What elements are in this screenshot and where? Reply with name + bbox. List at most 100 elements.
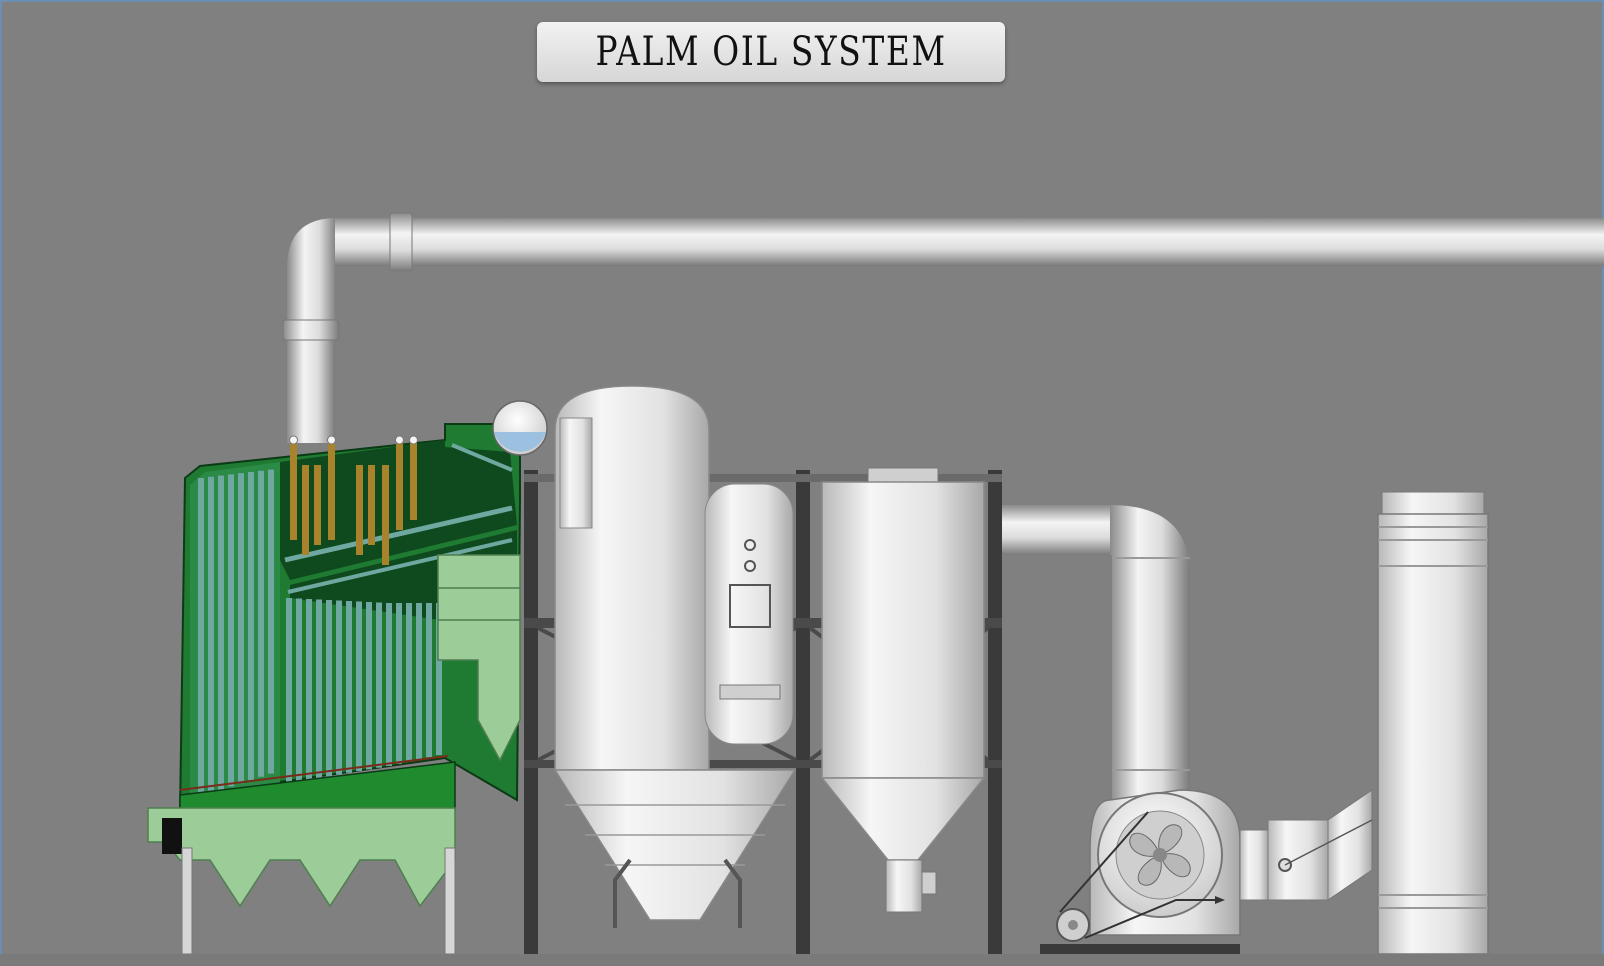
outlet-nozzle (719, 684, 781, 700)
frame-column (796, 470, 810, 956)
belt-arrow (1215, 896, 1225, 904)
collector-cone (820, 777, 986, 861)
riser-pipe (382, 465, 389, 565)
cyclone-body (554, 385, 710, 771)
riser-pipe (314, 465, 321, 545)
water-tube (346, 601, 352, 773)
riser-pipe (328, 440, 335, 540)
flue-pipe (282, 212, 1604, 443)
water-tube (406, 603, 412, 762)
exhaust-duct (1002, 505, 1190, 800)
water-tube (416, 603, 422, 760)
burner-door (162, 818, 182, 854)
water-tube (436, 603, 442, 755)
boiler-leg (181, 847, 193, 955)
water-tube (426, 603, 432, 758)
gauge-port (744, 539, 756, 551)
drive-belt (1059, 811, 1215, 939)
boiler (147, 400, 548, 955)
frame-column (524, 470, 538, 956)
chimney (1377, 491, 1489, 955)
duct-elbow (1110, 505, 1190, 800)
duct-horizontal (1002, 505, 1112, 555)
riser-pipe (410, 440, 417, 520)
water-tube (366, 602, 372, 770)
support-frame (524, 470, 1002, 956)
water-tube (218, 475, 224, 790)
boiler-leg (444, 847, 456, 955)
flue-pipe-vertical (287, 325, 335, 443)
access-panel (729, 584, 771, 628)
valve-motor (921, 871, 937, 895)
pipe-flange (282, 319, 340, 341)
water-tube (326, 600, 332, 777)
transition-duct (1327, 789, 1373, 901)
water-tube (268, 469, 274, 774)
water-tube (228, 474, 234, 787)
water-tube (238, 473, 244, 784)
water-tube (208, 476, 214, 793)
water-tube (286, 598, 292, 783)
pulley-hub (1068, 920, 1078, 930)
gauge-port (744, 560, 756, 572)
flue-pipe-horizontal (335, 218, 1604, 266)
frame-column (988, 470, 1002, 956)
collector-body (821, 481, 985, 779)
water-tube (198, 478, 204, 796)
riser-pipe (396, 440, 403, 530)
water-tube (248, 472, 254, 780)
collector-cap (867, 467, 939, 483)
steam-drum-water (494, 432, 546, 452)
fan-outlet-flange (1267, 819, 1329, 901)
fan-base (1040, 944, 1240, 954)
cyclone-cone (553, 769, 797, 921)
water-tube (356, 601, 362, 772)
riser-pipe (356, 465, 363, 555)
riser-pipe (368, 465, 375, 545)
induced-draft-fan (1040, 789, 1373, 954)
ash-hoppers (147, 807, 456, 908)
baffle (451, 443, 513, 472)
pipe-cap (395, 435, 404, 445)
chimney-stack (1377, 513, 1489, 955)
duct-edge (1284, 819, 1373, 866)
ground (0, 954, 1604, 966)
pipe-flange (389, 212, 413, 272)
convection-tubes (286, 598, 442, 783)
water-tube (396, 603, 402, 764)
water-tube (316, 599, 322, 778)
rotary-valve (885, 859, 923, 913)
fan-outlet (1239, 829, 1269, 901)
page-title: PALM OIL SYSTEM (595, 29, 947, 75)
pipe-cap (409, 435, 418, 445)
water-tube (296, 598, 302, 782)
frame-beam (524, 760, 1002, 768)
auxiliary-vessel (704, 483, 794, 745)
cone-legs (613, 858, 742, 928)
pipe-cap (289, 435, 298, 445)
water-tube (386, 603, 392, 766)
title-plate: PALM OIL SYSTEM (537, 22, 1005, 82)
chimney-cap (1381, 491, 1485, 515)
baffle (287, 538, 513, 594)
riser-pipe (302, 465, 309, 555)
baffle (284, 505, 513, 563)
water-tube (336, 600, 342, 775)
cyclone-inlet (559, 417, 593, 529)
grate-edge (179, 755, 449, 791)
fan-icon (1129, 824, 1191, 886)
water-tube (376, 602, 382, 768)
water-tube (258, 470, 264, 777)
pipe-cap (327, 435, 336, 445)
flue-pipe-elbow (287, 218, 337, 330)
cyclone-separator (553, 385, 797, 928)
riser-pipes (289, 435, 418, 565)
water-tube (306, 599, 312, 780)
economizer (437, 554, 521, 762)
riser-pipe (290, 440, 297, 540)
frame-beam (524, 474, 1002, 482)
water-tubes (198, 469, 274, 796)
dust-collector (820, 467, 986, 913)
